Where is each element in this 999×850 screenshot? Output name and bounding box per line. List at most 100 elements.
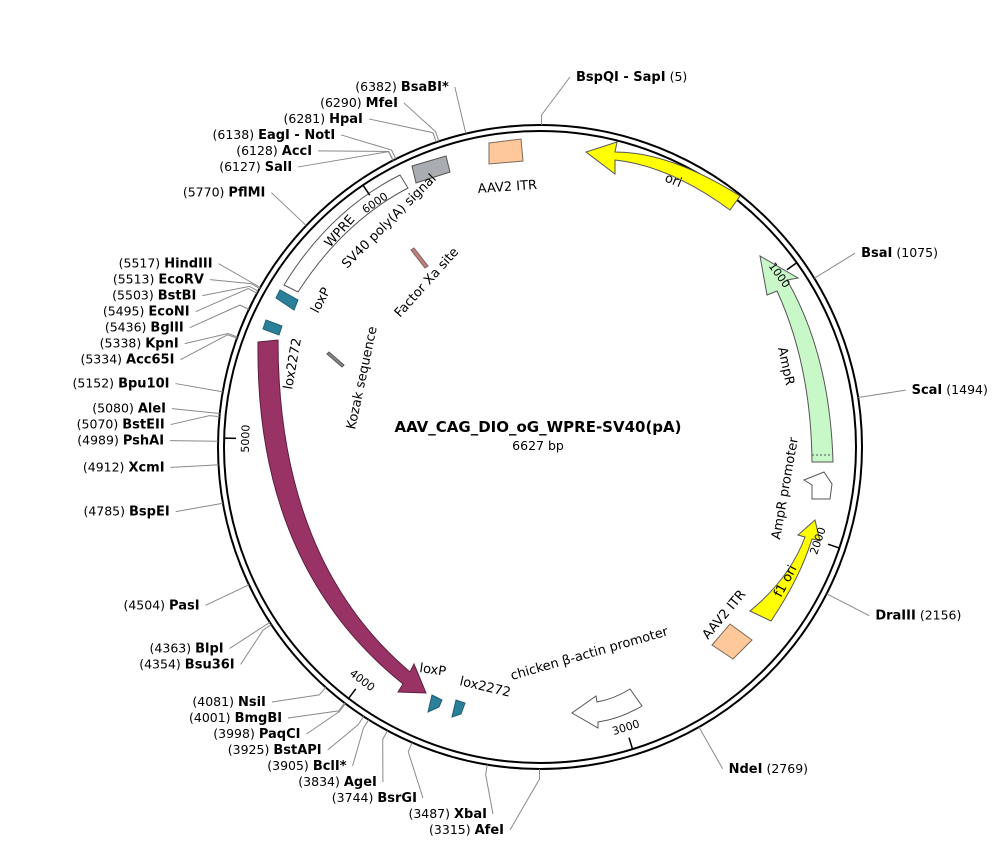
feature-chicken-beta-actin-promoter[interactable] xyxy=(571,688,643,729)
tick-label-5000: 5000 xyxy=(239,425,253,453)
site-name: XcmI xyxy=(128,460,164,475)
site-name: BsaBI* xyxy=(401,79,449,94)
site-position: (6382) xyxy=(355,78,397,93)
feature-f1-ori[interactable] xyxy=(749,519,821,622)
tick-mark-3000 xyxy=(628,737,634,750)
feature-sv40-polya-signal[interactable] xyxy=(411,155,451,184)
restriction-site-label[interactable]: (3834) AgeI xyxy=(298,773,377,790)
restriction-site-label[interactable]: (4912) XcmI xyxy=(83,458,165,475)
restriction-site-label[interactable]: (5503) BstBI xyxy=(112,286,196,303)
feature-loxp-left[interactable] xyxy=(275,289,299,311)
restriction-site-label[interactable]: (4081) NsiI xyxy=(192,693,266,710)
restriction-site-label[interactable]: (4001) BmgBI xyxy=(189,709,282,726)
restriction-site-label[interactable]: (5770) PflMI xyxy=(183,183,266,200)
site-position: (6290) xyxy=(320,94,362,109)
site-position: (4081) xyxy=(192,694,234,709)
site-position: (5770) xyxy=(183,184,225,199)
feature-og[interactable] xyxy=(257,339,427,694)
restriction-site-label[interactable]: NdeI (2769) xyxy=(729,759,808,776)
feature-lox2272-bottom[interactable] xyxy=(451,699,466,718)
restriction-site-label[interactable]: (5152) Bpu10I xyxy=(72,374,169,391)
site-leader-line xyxy=(195,287,258,313)
restriction-site-label[interactable]: BsaI (1075) xyxy=(861,244,938,261)
site-name: PasI xyxy=(169,598,200,613)
restriction-site-label[interactable]: (3315) AfeI xyxy=(429,821,504,838)
feature-factor-xa-site[interactable] xyxy=(410,247,429,269)
site-position: (5152) xyxy=(72,375,114,390)
feature-wpre[interactable] xyxy=(283,174,409,293)
site-name: BstEII xyxy=(122,417,164,432)
site-leader-line xyxy=(298,151,394,168)
restriction-site-label[interactable]: (3487) XbaI xyxy=(408,805,487,822)
restriction-site-label[interactable]: (5338) KpnI xyxy=(100,334,179,351)
restriction-site-label[interactable]: (5334) Acc65I xyxy=(80,350,174,367)
site-leader-line xyxy=(189,304,250,329)
restriction-site-label[interactable]: (3744) BsrGI xyxy=(332,789,417,806)
site-leader-line xyxy=(184,333,238,345)
site-position: (4504) xyxy=(123,597,165,612)
restriction-site-label[interactable]: (5513) EcoRV xyxy=(113,270,204,287)
restriction-site-label[interactable]: (4354) Bsu36I xyxy=(139,655,234,672)
feature-ori[interactable] xyxy=(584,141,741,211)
site-leader-line xyxy=(170,440,219,442)
restriction-site-label[interactable]: (3998) PaqCI xyxy=(213,725,300,742)
site-name: AleI xyxy=(138,401,166,416)
restriction-site-label[interactable]: (6281) HpaI xyxy=(284,110,363,127)
feature-lox2272-left[interactable] xyxy=(262,319,283,336)
feature-loxp-bottom[interactable] xyxy=(427,694,443,713)
restriction-site-label[interactable]: (6290) MfeI xyxy=(320,94,398,111)
site-name: XbaI xyxy=(454,807,487,822)
restriction-site-label[interactable]: BspQI - SapI (5) xyxy=(576,68,687,85)
site-leader-line xyxy=(170,464,219,468)
restriction-site-label[interactable]: (6127) SalI xyxy=(219,158,292,175)
feature-label-f1-ori: f1 ori xyxy=(771,563,800,600)
restriction-site-label[interactable]: DraIII (2156) xyxy=(875,606,961,623)
feature-aav2-itr-left[interactable] xyxy=(488,138,524,165)
site-leader-line xyxy=(403,102,440,142)
restriction-site-label[interactable]: (3925) BstAPI xyxy=(228,741,322,758)
site-name: BstBI xyxy=(158,288,197,303)
map-title: AAV_CAG_DIO_oG_WPRE-SV40(pA) xyxy=(394,418,681,436)
site-leader-line xyxy=(271,687,327,703)
restriction-site-label[interactable]: (4504) PasI xyxy=(123,596,199,613)
feature-ampr-promoter[interactable] xyxy=(802,471,833,500)
feature-aav2-itr-right[interactable] xyxy=(711,623,753,660)
site-name: SalI xyxy=(265,159,292,174)
site-name: BspQI - SapI xyxy=(576,70,666,85)
site-name: BlpI xyxy=(195,641,224,656)
feature-kozak-sequence[interactable] xyxy=(326,351,345,368)
restriction-site-label[interactable]: (6128) AccI xyxy=(236,142,312,159)
site-name: BglII xyxy=(150,320,183,335)
restriction-site-label[interactable]: (5436) BglII xyxy=(105,318,184,335)
restriction-site-label[interactable]: (4363) BlpI xyxy=(150,639,224,656)
site-name: BsrGI xyxy=(377,791,417,806)
site-name: BstAPI xyxy=(273,743,321,758)
site-leader-line xyxy=(175,502,224,513)
restriction-site-label[interactable]: (6382) BsaBI* xyxy=(355,78,449,95)
site-position: (6127) xyxy=(219,158,261,173)
site-name: ScaI xyxy=(912,383,943,398)
feature-ampr[interactable] xyxy=(759,255,834,463)
site-leader-line xyxy=(454,86,467,134)
site-name: AgeI xyxy=(344,775,377,790)
restriction-site-label[interactable]: (5070) BstEII xyxy=(77,415,165,432)
feature-label-factor-xa-site: Factor Xa site xyxy=(392,245,462,321)
restriction-sites: BspQI - SapI (5) BsaI (1075) ScaI (1494) Dr… xyxy=(72,68,988,838)
site-name: PaqCI xyxy=(259,727,301,742)
restriction-site-label[interactable]: (5517) HindIII xyxy=(119,254,213,271)
feature-label-ampr-promoter: AmpR promoter xyxy=(769,436,802,541)
restriction-site-label[interactable]: (3905) BclI* xyxy=(267,757,346,774)
restriction-site-label[interactable]: (4785) BspEI xyxy=(83,502,169,519)
restriction-site-label[interactable]: (5495) EcoNI xyxy=(103,302,190,319)
site-position: (6138) xyxy=(213,126,255,141)
site-leader-line xyxy=(202,285,259,297)
restriction-site-label[interactable]: ScaI (1494) xyxy=(912,381,988,398)
restriction-site-label[interactable]: (6138) EagI - NotI xyxy=(213,126,336,143)
restriction-site-label[interactable]: (5080) AleI xyxy=(92,399,166,416)
restriction-site-label[interactable]: (4989) PshAI xyxy=(77,431,164,448)
site-position: (2156) xyxy=(920,607,962,622)
site-name: EagI - NotI xyxy=(258,127,335,142)
site-leader-line xyxy=(368,118,437,143)
site-leader-line xyxy=(485,764,494,815)
